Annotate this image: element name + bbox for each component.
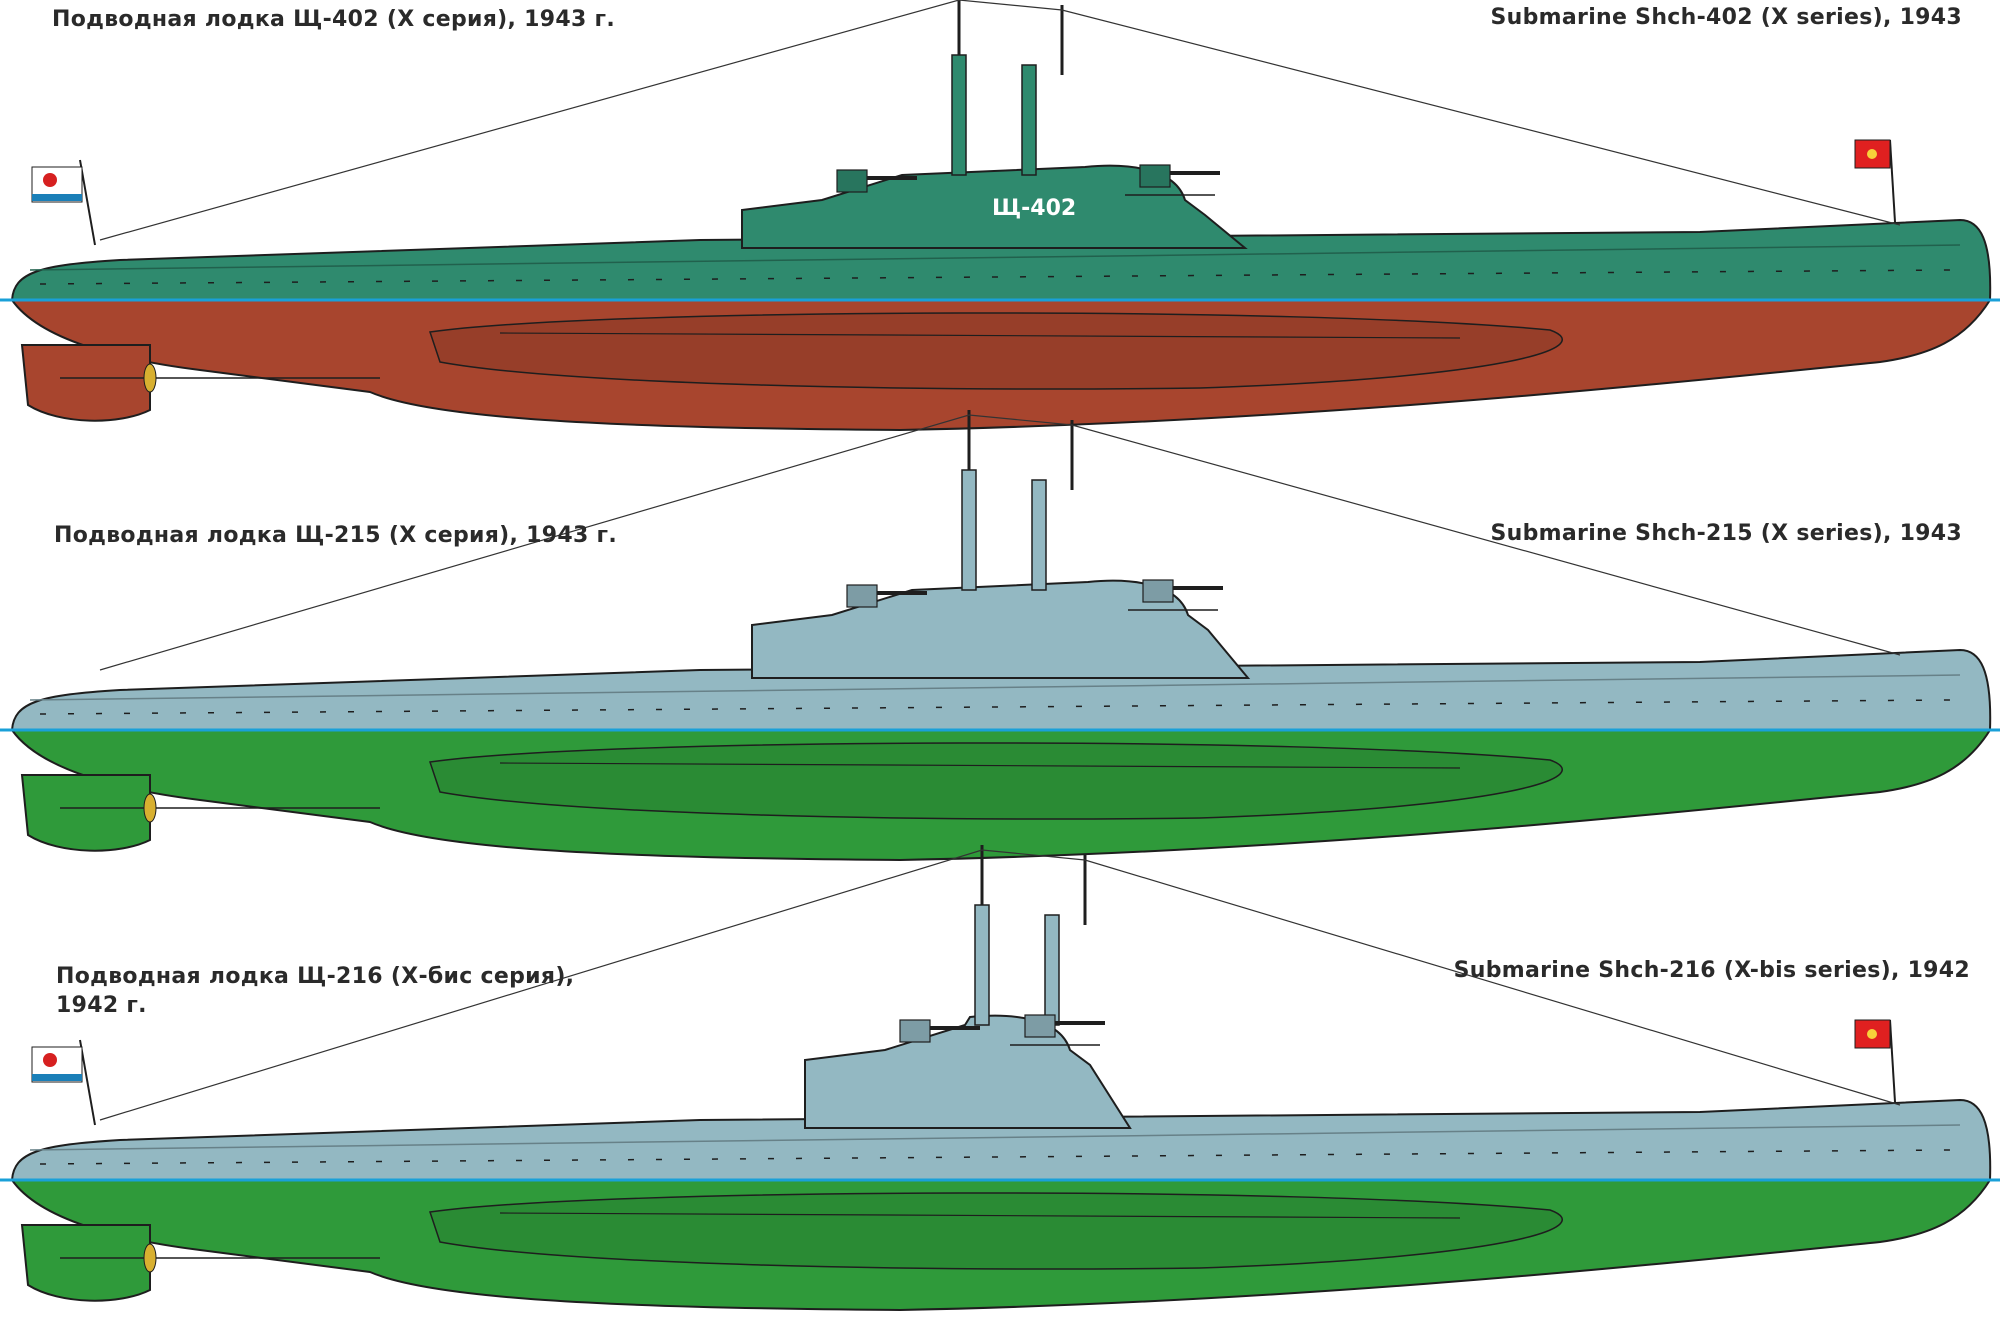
propeller [143, 363, 157, 393]
naval-ensign-star [43, 173, 57, 187]
tank-seam [499, 762, 1461, 769]
fore-gun [836, 169, 868, 193]
aft-gun [1139, 164, 1171, 188]
periscope-1 [961, 469, 977, 591]
deck-line [29, 244, 1961, 271]
naval-ensign-star [43, 1053, 57, 1067]
propeller [143, 793, 157, 823]
rudder [20, 344, 151, 422]
antenna-wire [99, 414, 1901, 671]
periscope-1 [974, 904, 990, 1026]
tank-seam [499, 332, 1461, 339]
naval-ensign-stripe [32, 194, 82, 201]
propeller [143, 1243, 157, 1273]
caption-ru-shch-216-line1: Подводная лодка Щ-216 (Х-бис серия), [56, 964, 575, 989]
submarine-profile-3 [0, 845, 2000, 1312]
upper-hull [10, 1098, 1992, 1181]
ballast-tank [429, 742, 1563, 820]
aft-gun [1142, 579, 1174, 603]
caption-en-shch-215: Submarine Shch-215 (X series), 1943 [1490, 521, 1962, 546]
limber-holes [39, 1149, 1951, 1165]
fore-gun [899, 1019, 931, 1043]
ballast-tank [429, 312, 1563, 390]
limber-holes [39, 269, 1951, 285]
rudder [20, 774, 151, 852]
deck-line [29, 1124, 1961, 1151]
caption-en-shch-216: Submarine Shch-216 (X-bis series), 1942 [1453, 958, 1970, 983]
caption-ru-shch-215: Подводная лодка Щ-215 (Х серия), 1943 г. [54, 523, 617, 548]
antenna-wire [99, 849, 1901, 1121]
tank-seam [499, 1212, 1461, 1219]
naval-ensign-stripe [32, 1074, 82, 1081]
caption-en-shch-402: Submarine Shch-402 (X series), 1943 [1490, 5, 1962, 30]
deck-line [29, 674, 1961, 701]
aft-gun [1024, 1014, 1056, 1038]
limber-holes [39, 699, 1951, 715]
submarine-profile-1: Щ-402 [0, 0, 2000, 432]
periscope-2 [1044, 914, 1060, 1026]
periscope-2 [1021, 64, 1037, 176]
caption-ru-shch-216-line2: 1942 г. [56, 993, 147, 1018]
periscope-2 [1031, 479, 1047, 591]
periscope-1 [951, 54, 967, 176]
submarine-profile-2 [0, 410, 2000, 862]
fore-gun [846, 584, 878, 608]
caption-ru-shch-402: Подводная лодка Щ-402 (Х серия), 1943 г. [52, 7, 615, 32]
jack-star [1867, 149, 1877, 159]
antenna-wire [99, 0, 1901, 241]
ballast-tank [429, 1192, 1563, 1270]
jack-star [1867, 1029, 1877, 1039]
bow-flagstaff [1889, 139, 1896, 223]
bow-flagstaff [1889, 1019, 1896, 1103]
conning-tower [804, 1014, 1132, 1129]
rudder [20, 1224, 151, 1302]
hull-number-marking: Щ-402 [992, 196, 1076, 221]
